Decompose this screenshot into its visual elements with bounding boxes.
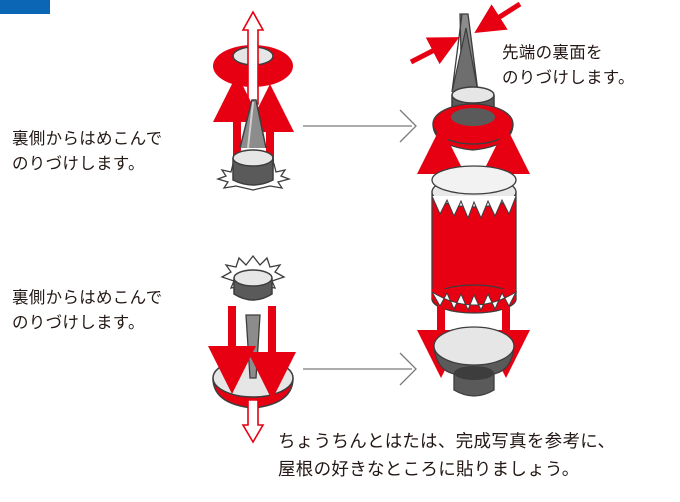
top-tab-piece	[239, 99, 267, 149]
instruction-bottom-line2: のりづけします。	[12, 313, 145, 332]
top-star-cylinder	[215, 149, 292, 191]
header-corner-accent	[0, 0, 50, 14]
top-red-cone	[432, 103, 514, 151]
instruction-tip-line1: 先端の裏面を	[502, 43, 603, 62]
lantern-body-cylinder	[431, 165, 518, 314]
instruction-tip-line2: のりづけします。	[502, 68, 635, 87]
bottom-cone-assembly	[433, 326, 515, 397]
down-arrow-icon	[241, 399, 265, 444]
instruction-tip: 先端の裏面を のりづけします。	[502, 40, 635, 90]
bottom-push-arrows	[208, 306, 296, 400]
process-arrow-icon	[303, 109, 417, 386]
instruction-top-line1: 裏側からはめこんで	[12, 129, 163, 148]
instruction-top-line2: のりづけします。	[12, 154, 145, 173]
finish-note-line1: ちょうちんとはたは、完成写真を参考に、	[278, 432, 616, 452]
finish-note-line2: 屋根の好きなところに貼りましょう。	[278, 460, 580, 480]
instruction-top: 裏側からはめこんで のりづけします。	[12, 126, 162, 176]
tip-assembly	[451, 13, 495, 114]
press-arrow-icon	[409, 1, 522, 65]
instruction-bottom-line1: 裏側からはめこんで	[12, 288, 163, 307]
bottom-star-cylinder	[220, 254, 286, 301]
finish-note: ちょうちんとはたは、完成写真を参考に、 屋根の好きなところに貼りましょう。	[278, 428, 615, 484]
instruction-bottom: 裏側からはめこんで のりづけします。	[12, 285, 162, 335]
